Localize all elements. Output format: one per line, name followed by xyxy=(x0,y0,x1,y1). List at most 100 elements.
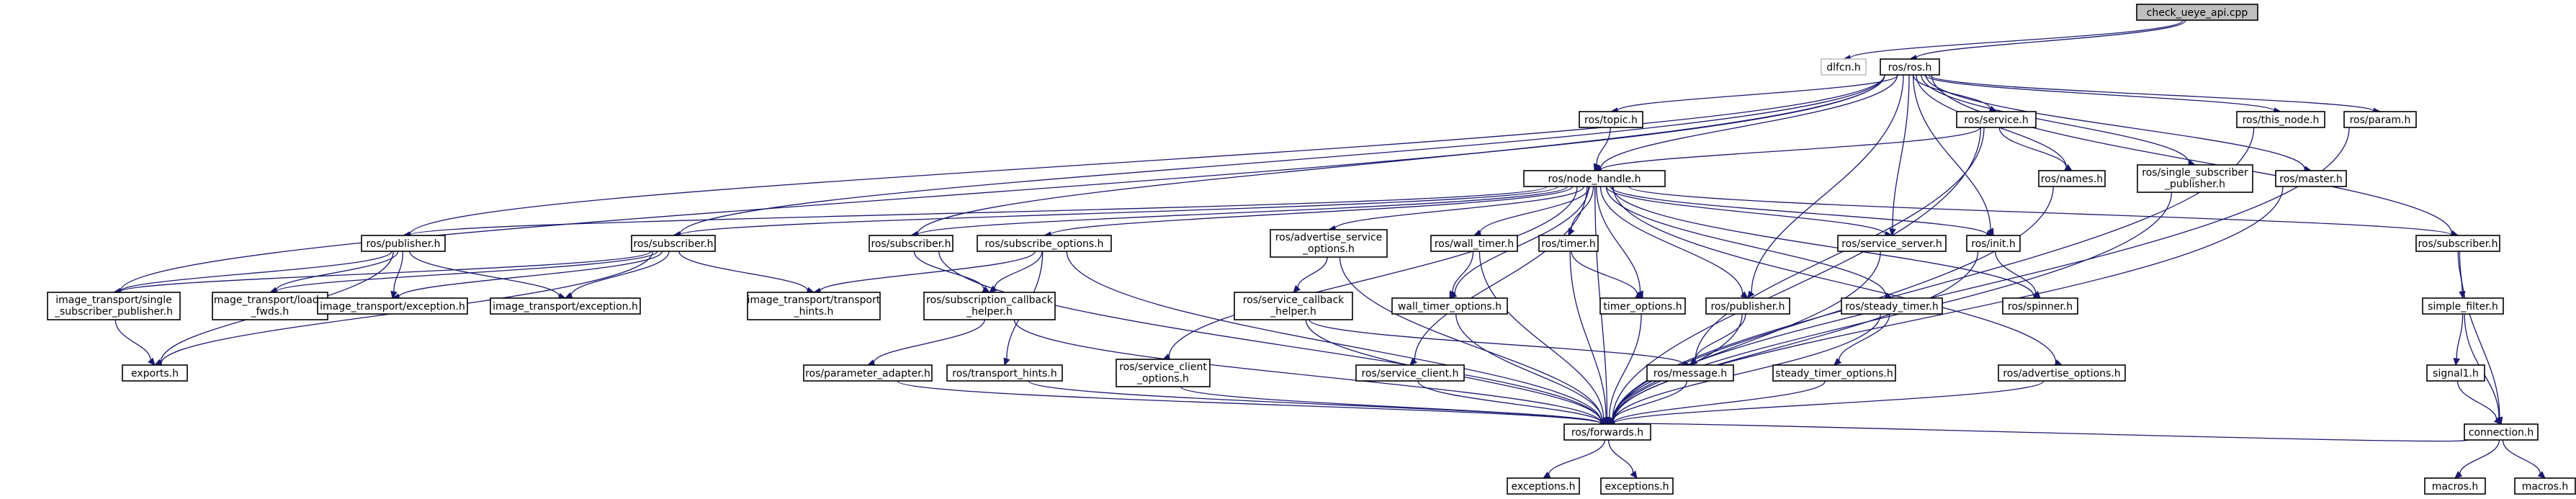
edge-line xyxy=(1028,380,1602,424)
node-it-publisher[interactable]: ros/publisher.h xyxy=(361,235,446,252)
node-advertise-options[interactable]: ros/advertise_options.h xyxy=(1998,364,2126,382)
edge-line xyxy=(1339,256,1603,421)
node-box xyxy=(122,364,188,382)
node-root[interactable]: check_ueye_api.cpp xyxy=(2136,4,2258,21)
node-label: macros.h xyxy=(2522,481,2569,493)
arrowhead xyxy=(2453,357,2460,367)
edge-line xyxy=(2456,313,2464,359)
node-label: ros/names.h xyxy=(2041,174,2103,185)
node-forwards[interactable]: ros/forwards.h xyxy=(1563,423,1651,441)
edge-subscribe-options-to-sub-callback-helper xyxy=(989,251,1043,293)
node-ros-subscriber2[interactable]: ros/subscriber.h xyxy=(869,235,953,252)
node-label: simple_filter.h xyxy=(2428,301,2498,313)
node-box xyxy=(1234,292,1353,320)
node-ros-subscriber-right[interactable]: ros/subscriber.h xyxy=(2415,235,2500,252)
node-message[interactable]: ros/message.h xyxy=(1646,364,1734,382)
node-service-client-options[interactable]: ros/service_client_options.h xyxy=(1116,359,1211,387)
node-label: steady_timer_options.h xyxy=(1775,368,1893,379)
node-this-node[interactable]: ros/this_node.h xyxy=(2236,111,2325,128)
node-connection[interactable]: connection.h xyxy=(2464,423,2539,441)
node-box xyxy=(1563,423,1651,441)
node-subscribe-options[interactable]: ros/subscribe_options.h xyxy=(977,235,1112,252)
node-names[interactable]: ros/names.h xyxy=(2038,170,2106,187)
node-ros[interactable]: ros/ros.h xyxy=(1880,58,1940,76)
node-master[interactable]: ros/master.h xyxy=(2275,170,2347,187)
node-box xyxy=(2236,111,2325,128)
node-box xyxy=(2464,423,2539,441)
edge-line xyxy=(1612,186,2034,297)
arrowhead xyxy=(148,357,156,366)
edge-line xyxy=(1916,19,2186,59)
node-exceptions1[interactable]: exceptions.h xyxy=(1507,477,1580,495)
edge-line xyxy=(1608,313,1642,418)
edge-nodehandle-to-service-client xyxy=(1409,186,1588,366)
edge-adv-service-options-to-service-callback-helper xyxy=(1293,256,1328,293)
node-label: _helper.h xyxy=(966,306,1013,318)
node-it-exception1[interactable]: image_transport/exception.h xyxy=(317,297,468,315)
edge-line xyxy=(1998,127,2067,168)
edge-line xyxy=(1613,380,2045,424)
edge-nodehandle-to-timer xyxy=(1568,186,1594,237)
node-timer-options[interactable]: timer_options.h xyxy=(1599,297,1686,315)
node-init[interactable]: ros/init.h xyxy=(1966,235,2021,252)
node-exceptions2[interactable]: exceptions.h xyxy=(1600,477,1674,495)
node-ros-publisher[interactable]: ros/publisher.h xyxy=(1705,297,1790,315)
edge-line xyxy=(1931,74,2453,234)
node-it-single-sub-pub[interactable]: image_transport/single_subscriber_publis… xyxy=(47,292,181,320)
node-topic[interactable]: ros/topic.h xyxy=(1579,111,1643,128)
node-box xyxy=(1600,477,1674,495)
edge-sub-callback-helper-to-parameter-adapter xyxy=(866,319,985,367)
edge-ros-subscriber2-to-sub-callback-helper xyxy=(913,251,991,293)
node-service[interactable]: ros/service.h xyxy=(1956,111,2037,128)
node-box xyxy=(2415,235,2500,252)
node-label: signal1.h xyxy=(2433,368,2479,379)
edge-line xyxy=(1612,127,1982,421)
node-parameter-adapter[interactable]: ros/parameter_adapter.h xyxy=(803,364,933,382)
arrowhead xyxy=(1987,228,1994,237)
node-signal1[interactable]: signal1.h xyxy=(2426,364,2485,382)
node-box xyxy=(2514,477,2576,495)
edge-signal1-to-connection xyxy=(2456,380,2502,425)
node-steady-timer[interactable]: ros/steady_timer.h xyxy=(1841,297,1943,315)
node-single-sub-pub[interactable]: ros/single_subscriber_publisher.h xyxy=(2137,164,2253,193)
edge-line xyxy=(2459,251,2500,418)
node-box xyxy=(1841,297,1943,315)
node-wall-timer[interactable]: ros/wall_timer.h xyxy=(1430,235,1518,252)
node-it-subscriber[interactable]: ros/subscriber.h xyxy=(631,235,716,252)
node-label: ros/subscription_callback xyxy=(926,295,1054,306)
node-label: check_ueye_api.cpp xyxy=(2147,7,2248,19)
node-nodehandle[interactable]: ros/node_handle.h xyxy=(1523,170,1666,187)
node-steady-timer-options[interactable]: steady_timer_options.h xyxy=(1772,364,1896,382)
edge-line xyxy=(2459,439,2500,475)
edge-line xyxy=(1605,186,1886,235)
node-it-loader-fwds[interactable]: image_transport/loader_fwds.h xyxy=(211,292,330,320)
node-adv-service-options[interactable]: ros/advertise_service_options.h xyxy=(1270,229,1388,258)
node-exports[interactable]: exports.h xyxy=(122,364,188,382)
node-sub-callback-helper[interactable]: ros/subscription_callback_helper.h xyxy=(923,292,1056,320)
edge-nodehandle-to-service-server xyxy=(1605,186,1893,238)
node-transport-hints[interactable]: ros/transport_hints.h xyxy=(946,364,1063,382)
arrowhead xyxy=(2032,290,2041,299)
node-param[interactable]: ros/param.h xyxy=(2343,111,2417,128)
node-box xyxy=(2343,111,2417,128)
node-macros1[interactable]: macros.h xyxy=(2424,477,2486,495)
node-service-callback-helper[interactable]: ros/service_callback_helper.h xyxy=(1234,292,1353,320)
edge-line xyxy=(1571,186,1594,230)
node-label: ros/advertise_service xyxy=(1275,232,1383,243)
edge-line xyxy=(1479,186,1590,233)
edge-line xyxy=(1596,186,1641,292)
node-it-transport-hints[interactable]: image_transport/transport_hints.h xyxy=(747,292,881,320)
node-box xyxy=(1599,297,1686,315)
node-macros2[interactable]: macros.h xyxy=(2514,477,2576,495)
node-simple-filter[interactable]: simple_filter.h xyxy=(2422,297,2504,315)
node-service-client[interactable]: ros/service_client.h xyxy=(1355,364,1465,382)
node-timer[interactable]: ros/timer.h xyxy=(1538,235,1599,252)
node-wall-timer-options[interactable]: wall_timer_options.h xyxy=(1391,297,1508,315)
edge-line xyxy=(679,74,1885,235)
edge-line xyxy=(1417,380,1602,423)
edge-line xyxy=(679,186,1558,236)
edge-line xyxy=(1912,74,1991,230)
node-spinner[interactable]: ros/spinner.h xyxy=(2002,297,2078,315)
node-it-exception2[interactable]: image_transport/exception.h xyxy=(490,297,641,315)
node-service-server[interactable]: ros/service_server.h xyxy=(1837,235,1947,252)
